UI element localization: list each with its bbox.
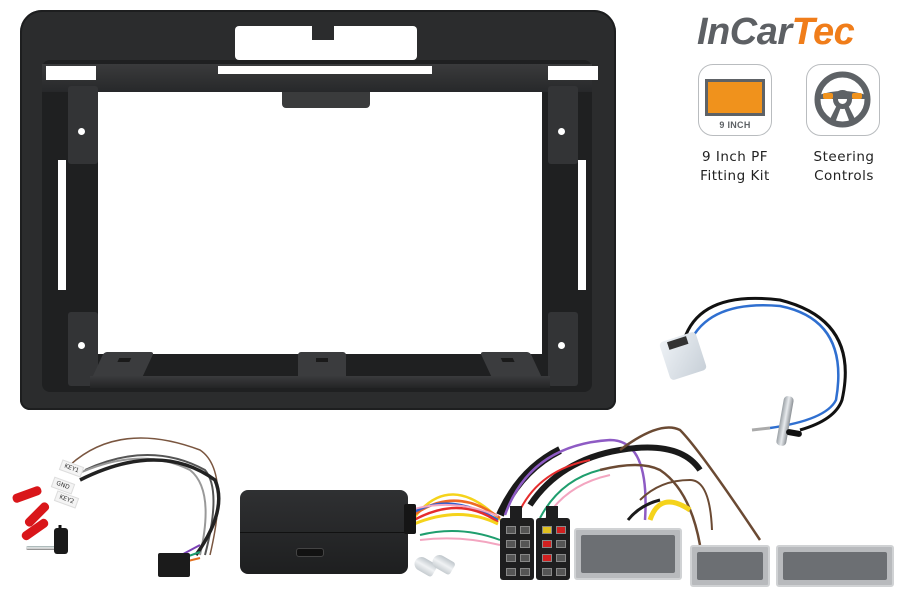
wire-tag-key1: KEY1 xyxy=(58,459,85,478)
iso-pin xyxy=(542,540,552,548)
antenna-din-plug xyxy=(775,395,795,447)
iso-pin xyxy=(542,526,552,534)
frame-side-gap-left xyxy=(58,160,66,290)
screw-hole xyxy=(78,128,85,135)
connector-pins xyxy=(783,552,887,580)
iso-pin xyxy=(506,526,516,534)
connector-pins xyxy=(581,535,675,573)
logo-text-incar: InCar xyxy=(697,11,792,53)
iso-pin xyxy=(520,554,530,562)
frame-top-notch xyxy=(282,92,370,108)
retaining-clip-middle xyxy=(298,352,346,378)
iso-latch xyxy=(510,506,522,520)
feature-caption-fitting-kit: 9 Inch PF Fitting Kit xyxy=(686,148,784,186)
module-plug xyxy=(404,504,416,534)
steering-wheel-icon xyxy=(814,71,871,128)
iso-pin xyxy=(556,540,566,548)
iso-pin xyxy=(506,540,516,548)
frame-gap-right xyxy=(548,66,598,80)
iso-pin xyxy=(520,540,530,548)
frame-bottom-rail xyxy=(90,376,550,388)
audio-jack-plug xyxy=(26,546,58,550)
logo-text-tec: Tec xyxy=(791,11,855,53)
frame-screen-opening xyxy=(98,92,542,354)
feature-caption-steering-controls: Steering Controls xyxy=(796,148,892,186)
wire-tag-key2: KEY2 xyxy=(53,490,80,509)
patch-lead-connector xyxy=(158,553,190,577)
module-seam xyxy=(240,532,408,533)
iso-pin xyxy=(506,568,516,576)
iso-connector-speaker xyxy=(500,506,534,580)
iso-pin xyxy=(542,554,552,562)
steering-interface-module xyxy=(240,490,408,574)
frame-rail-gap xyxy=(218,66,432,74)
mount-bracket-top-left xyxy=(68,86,98,164)
iso-pin xyxy=(506,554,516,562)
iso-pin xyxy=(556,568,566,576)
feature-badge-steering-controls xyxy=(806,64,880,136)
iso-pin xyxy=(556,526,566,534)
caption-line: Fitting Kit xyxy=(700,168,770,184)
iso-pin xyxy=(542,568,552,576)
iso-pin xyxy=(556,554,566,562)
frame-side-gap-right xyxy=(578,160,586,290)
vehicle-connector-1 xyxy=(574,528,682,580)
connector-pins xyxy=(697,552,763,580)
iso-connector-power xyxy=(536,506,570,580)
iso-pin xyxy=(520,568,530,576)
iso-pin xyxy=(520,526,530,534)
screw-hole xyxy=(558,342,565,349)
feature-badge-9-inch: 9 INCH xyxy=(698,64,772,136)
antenna-plug-collar xyxy=(785,428,803,438)
red-bullet-connector xyxy=(11,485,43,504)
fascia-frame-image xyxy=(0,0,640,420)
iso-latch xyxy=(546,506,558,520)
module-button xyxy=(296,548,324,557)
brand-logo: InCarTec xyxy=(697,10,889,54)
audio-jack-body xyxy=(54,528,68,554)
vehicle-connector-2 xyxy=(690,545,770,587)
caption-line: Controls xyxy=(814,168,874,184)
badge-screen-size-label: 9 INCH xyxy=(719,120,751,130)
screw-hole xyxy=(558,128,565,135)
frame-slot-tab xyxy=(312,26,334,40)
caption-line: Steering xyxy=(813,149,875,165)
screen-9-inch-icon xyxy=(705,79,765,116)
caption-line: 9 Inch PF xyxy=(701,149,769,165)
frame-gap-left xyxy=(46,66,96,80)
mount-bracket-top-right xyxy=(548,86,578,164)
mount-bracket-bottom-right xyxy=(548,312,578,386)
antenna-adapter-plug xyxy=(658,331,708,381)
screw-hole xyxy=(78,342,85,349)
vehicle-connector-3 xyxy=(776,545,894,587)
